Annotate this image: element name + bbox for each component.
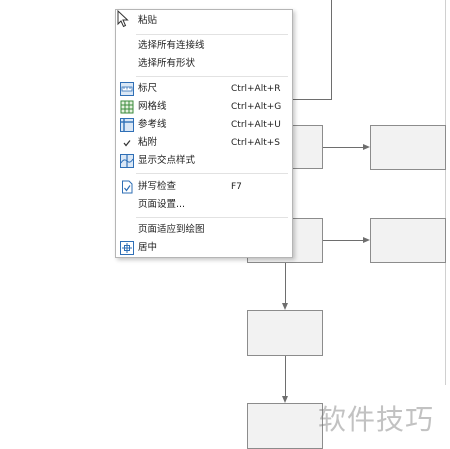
menu-item-page-setup[interactable]: 页面设置...: [138, 199, 186, 210]
center-icon: [120, 241, 134, 255]
menu-item-spellcheck[interactable]: 拼写检查 F7: [116, 178, 292, 196]
intersection-icon: [120, 154, 134, 168]
arrow-down-icon: [282, 303, 288, 310]
check-icon: [120, 136, 134, 150]
arrow-right-icon: [363, 237, 370, 243]
connector-h1: [323, 147, 363, 148]
flowchart-shape-1[interactable]: [293, 125, 323, 169]
mouse-pointer-icon: [117, 9, 129, 32]
menu-item-select-shapes[interactable]: 选择所有形状: [138, 58, 196, 69]
flowchart-shape-5[interactable]: [247, 310, 323, 356]
grid-icon: [120, 100, 134, 114]
arrow-down-icon: [282, 396, 288, 403]
context-menu: 粘贴 选择所有连接线 选择所有形状 标尺 Ctrl+Alt+R 网格线 Ctrl…: [115, 9, 293, 258]
menu-separator: [136, 217, 288, 218]
flowchart-shape-2[interactable]: [370, 125, 446, 170]
flowchart-shape-4[interactable]: [370, 218, 446, 263]
menu-item-guides[interactable]: 参考线 Ctrl+Alt+U: [116, 116, 292, 134]
menu-separator: [136, 173, 288, 174]
ruler-icon: [120, 82, 134, 96]
connector-h2: [323, 240, 363, 241]
connector-v2: [285, 356, 286, 396]
menu-separator: [136, 76, 288, 77]
guides-icon: [120, 118, 134, 132]
menu-item-fit-to-drawing[interactable]: 页面适应到绘图: [138, 224, 205, 235]
menu-item-center[interactable]: 居中: [116, 239, 292, 257]
menu-item-paste[interactable]: 粘贴: [138, 15, 158, 26]
menu-item-snap[interactable]: 粘附 Ctrl+Alt+S: [116, 134, 292, 152]
flowchart-shape-6[interactable]: [247, 403, 323, 449]
menu-item-ruler[interactable]: 标尺 Ctrl+Alt+R: [116, 80, 292, 98]
arrow-right-icon: [363, 144, 370, 150]
menu-item-intersection-style[interactable]: 显示交点样式: [116, 152, 292, 170]
page-edge-line: [445, 0, 446, 385]
menu-item-select-connectors[interactable]: 选择所有连接线: [138, 40, 205, 51]
connector-top-vertical: [331, 0, 332, 99]
spellcheck-icon: [120, 180, 134, 194]
watermark: 软件技巧: [318, 403, 435, 436]
menu-item-gridlines[interactable]: 网格线 Ctrl+Alt+G: [116, 98, 292, 116]
menu-separator: [136, 34, 288, 35]
connector-top-horizontal: [292, 99, 332, 100]
connector-v1: [285, 263, 286, 303]
